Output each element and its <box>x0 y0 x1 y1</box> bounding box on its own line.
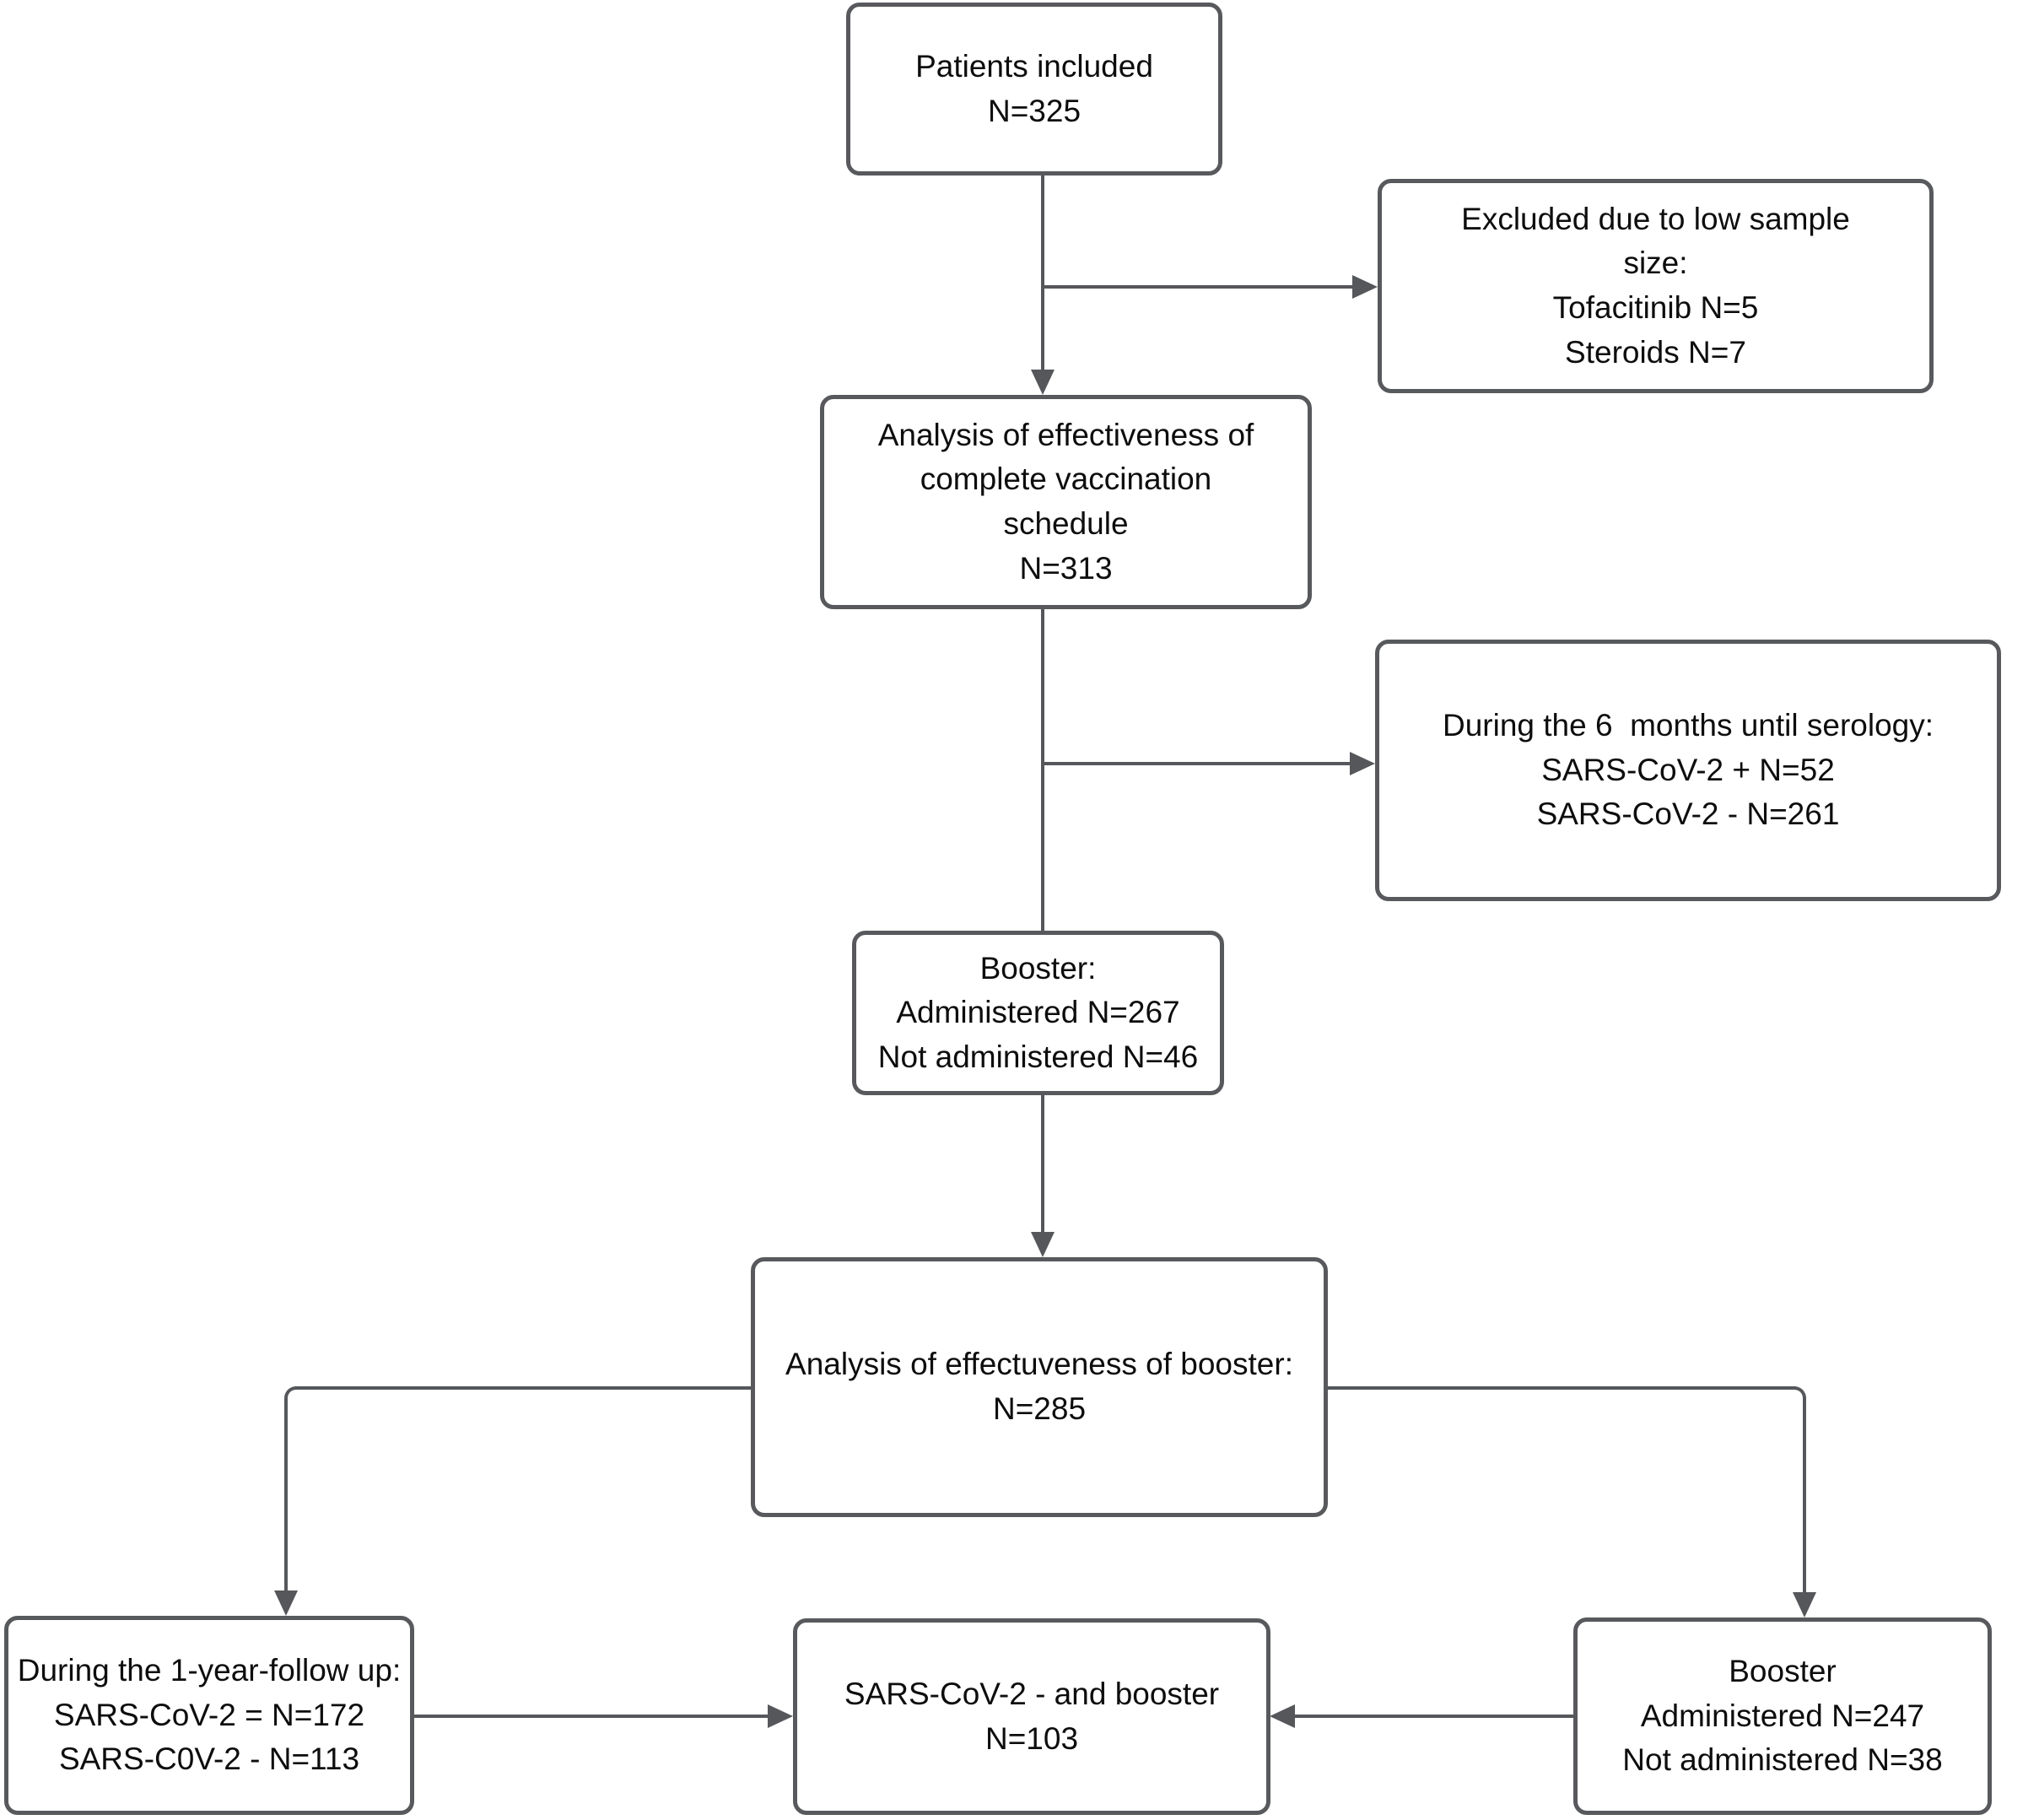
connector-left-branch <box>284 1386 751 1590</box>
connector-right-branch <box>1327 1386 1806 1592</box>
node-serology-6-months: During the 6 months until serology: SARS… <box>1375 640 2001 901</box>
node-text-line: During the 6 months until serology: <box>1442 708 1934 743</box>
node-text-line: N=313 <box>1019 550 1113 586</box>
node-text-line: SARS-CoV-2 + N=52 <box>1541 752 1835 787</box>
connector-branch-serology <box>1043 762 1350 765</box>
node-text-line: complete vaccination <box>920 462 1212 497</box>
node-text-line: schedule <box>1003 506 1129 541</box>
node-patients-included: Patients included N=325 <box>846 3 1222 176</box>
node-text-line: Not administered N=38 <box>1622 1742 1943 1778</box>
node-analysis-booster: Analysis of effectuveness of booster: N=… <box>751 1257 1328 1517</box>
node-text-line: SARS-CoV-2 = N=172 <box>53 1697 365 1732</box>
node-text-line: Analysis of effectiveness of <box>877 417 1254 452</box>
arrowhead-into-serology-icon <box>1350 752 1375 775</box>
node-text-line: During the 1-year-follow up: <box>17 1653 402 1688</box>
node-text-line: SARS-CoV-2 - N=261 <box>1536 797 1840 832</box>
node-text-line: Patients included <box>915 48 1153 84</box>
node-text-line: N=325 <box>987 93 1082 128</box>
connector-boosteradmin-to-center <box>1295 1715 1573 1718</box>
connector-followup-to-center <box>414 1715 768 1718</box>
node-booster-status: Booster: Administered N=267 Not administ… <box>852 931 1224 1095</box>
node-text-line: Administered N=247 <box>1640 1698 1925 1733</box>
node-followup-1-year: During the 1-year-follow up: SARS-CoV-2 … <box>4 1616 414 1815</box>
node-text-line: Tofacitinib N=5 <box>1552 290 1759 325</box>
arrowhead-into-booster-administered-icon <box>1793 1592 1816 1617</box>
node-text-line: Steroids N=7 <box>1565 334 1746 370</box>
connector-booster-down <box>1041 1095 1044 1232</box>
node-text-line: Booster <box>1729 1654 1837 1689</box>
connector-patients-down <box>1041 175 1044 370</box>
node-text-line: N=285 <box>992 1391 1087 1426</box>
node-text-line: SARS-CoV-2 - and booster <box>844 1676 1220 1711</box>
node-text-line: size: <box>1623 246 1688 281</box>
arrowhead-into-center-left-icon <box>768 1704 793 1728</box>
arrowhead-into-analysis-booster-icon <box>1031 1232 1055 1257</box>
node-text-line: Booster: <box>979 950 1097 986</box>
arrowhead-into-center-right-icon <box>1270 1704 1295 1728</box>
node-analysis-vaccination: Analysis of effectiveness of complete va… <box>820 395 1312 609</box>
arrowhead-into-analysis-icon <box>1031 370 1055 395</box>
connector-analysis-down <box>1041 609 1044 931</box>
node-text-line: N=103 <box>984 1720 1079 1756</box>
node-text-line: Excluded due to low sample <box>1461 201 1850 236</box>
arrowhead-into-excluded-icon <box>1352 275 1378 299</box>
node-text-line: Analysis of effectuveness of booster: <box>785 1347 1293 1382</box>
node-sars-neg-and-booster: SARS-CoV-2 - and booster N=103 <box>793 1618 1270 1815</box>
node-text-line: SARS-C0V-2 - N=113 <box>58 1742 360 1777</box>
connector-branch-excluded <box>1043 285 1352 289</box>
arrowhead-into-followup-icon <box>274 1590 298 1616</box>
node-booster-administered: Booster Administered N=247 Not administe… <box>1573 1617 1992 1815</box>
node-excluded-low-sample: Excluded due to low sample size: Tofacit… <box>1378 179 1934 393</box>
node-text-line: Not administered N=46 <box>877 1039 1199 1074</box>
node-text-line: Administered N=267 <box>896 995 1180 1030</box>
